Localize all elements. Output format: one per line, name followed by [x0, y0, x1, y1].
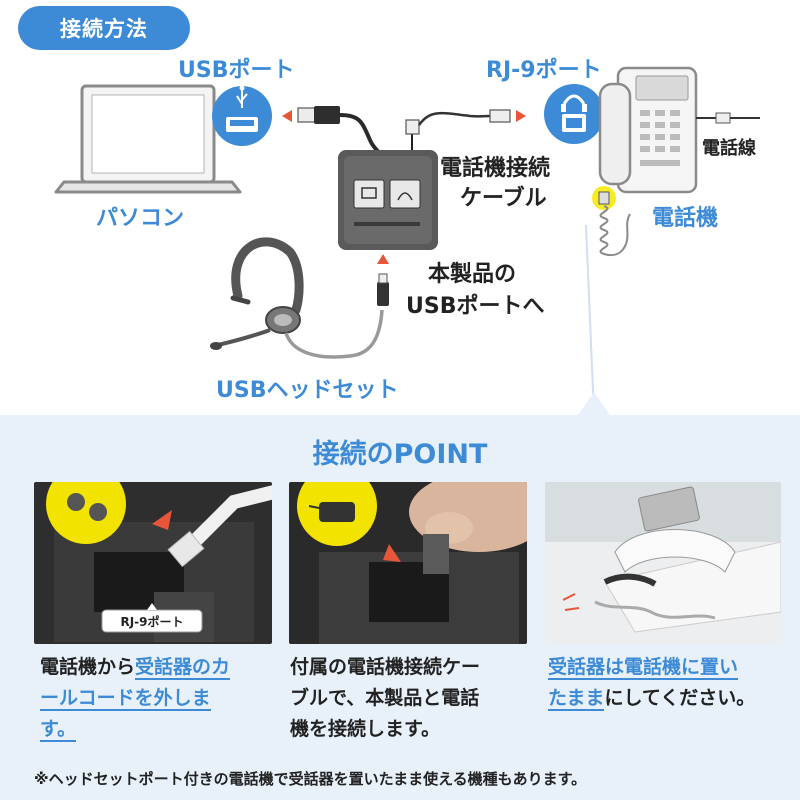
desk-phone-illustration: [592, 66, 760, 257]
step1-photo: [34, 482, 272, 644]
step2-photo: [289, 482, 527, 644]
step3-photo: [545, 482, 781, 644]
headset-label: USBヘッドセット: [216, 378, 399, 403]
footnote: ※ヘッドセットポート付きの電話機で受話器を置いたまま使える機種もあります。: [34, 770, 587, 788]
step2-photo-image: [289, 482, 527, 644]
connection-diagram: [54, 66, 760, 415]
arrow-right-icon: [516, 110, 526, 122]
rj9-tag-label: RJ-9ポート: [120, 615, 184, 629]
step2-line2: ブルで、本製品と電話: [290, 687, 480, 709]
step3-photo-image: [545, 482, 781, 644]
step1-highlight-3: す。: [40, 718, 77, 742]
phone-cable-label-line1: 電話機接続: [440, 156, 551, 181]
arrow-up-icon: [377, 254, 389, 264]
usb-port-label: USBポート: [178, 58, 295, 83]
section-title: 接続方法: [18, 6, 190, 50]
arrow-left-icon: [282, 110, 292, 122]
callout-triangle: [578, 392, 610, 415]
step2-caption: 付属の電話機接続ケー ブルで、本製品と電話 機を接続します。: [290, 652, 530, 745]
step2-line3: 機を接続します。: [290, 718, 441, 740]
hub-illustration: [338, 150, 438, 250]
step1-highlight-2: ールコードを外しま: [40, 687, 211, 711]
headset-illustration: [210, 237, 389, 359]
point-heading: 接続のPOINT: [312, 439, 488, 470]
usb-port-icon: [212, 85, 272, 146]
phone-cable-illustration: [405, 109, 511, 150]
phone-cable-label-line2: ケーブル: [460, 186, 547, 211]
step3-highlight-2: たまま: [548, 687, 605, 711]
step2-line1: 付属の電話機接続ケー: [290, 656, 481, 678]
phone-label: 電話機: [652, 206, 719, 231]
pc-label: パソコン: [96, 206, 185, 231]
rj9-port-label: RJ-9ポート: [486, 58, 602, 83]
step1-photo-image: [34, 482, 272, 644]
laptop-illustration: [54, 84, 242, 194]
callout-pointer: [585, 224, 595, 415]
step1-caption: 電話機から受話器のカ ールコードを外しま す。: [40, 652, 280, 745]
step3-caption: 受話器は電話機に置い たままにしてください。: [548, 652, 788, 714]
step1-highlight-1: 受話器のカ: [135, 656, 231, 680]
step3-text-post: にしてください。: [604, 687, 756, 709]
product-usb-label-line2: USBポートへ: [406, 294, 545, 319]
phone-line-label: 電話線: [702, 138, 756, 159]
step1-text-pre: 電話機から: [40, 656, 136, 678]
product-usb-label-line1: 本製品の: [428, 262, 517, 287]
rj9-port-icon: [544, 84, 604, 144]
step3-highlight-1: 受話器は電話機に置い: [548, 656, 739, 680]
